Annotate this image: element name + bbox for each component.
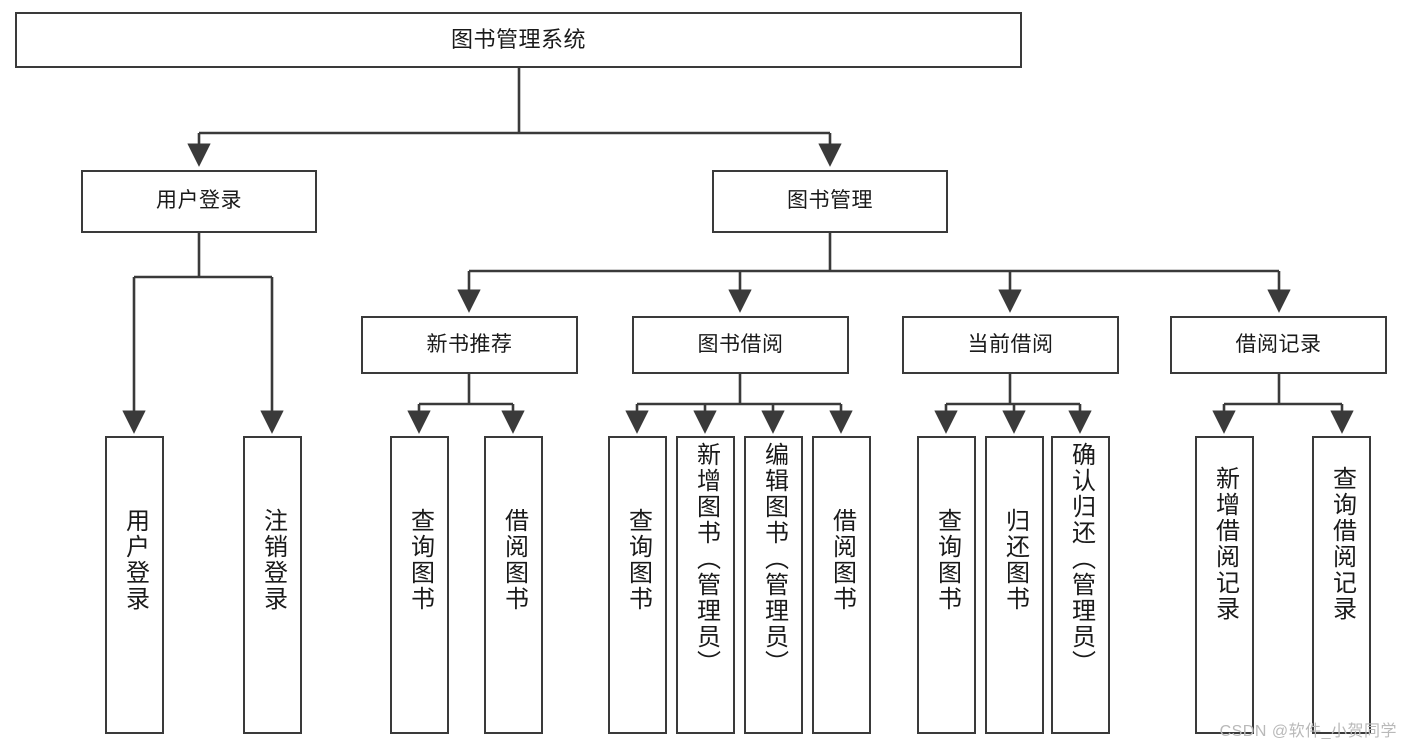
leaf-return-book-label: 归还图书: [1001, 508, 1029, 612]
node-borrow-record[interactable]: 借阅记录: [1170, 316, 1387, 374]
leaf-query-book-2-label: 查询图书: [624, 508, 652, 612]
leaf-edit-book[interactable]: 编辑图书（管理员）: [744, 436, 803, 734]
node-book-manage-label: 图书管理: [787, 189, 873, 213]
node-current-borrow-label: 当前借阅: [967, 332, 1054, 356]
leaf-borrow-book-2-label: 借阅图书: [828, 508, 856, 612]
leaf-add-record-label: 新增借阅记录: [1211, 466, 1239, 622]
node-root-label: 图书管理系统: [450, 27, 586, 53]
leaf-confirm-return-label: 确认归还（管理员）: [1067, 442, 1095, 676]
leaf-return-book[interactable]: 归还图书: [985, 436, 1044, 734]
leaf-add-book-label: 新增图书（管理员）: [692, 442, 720, 676]
leaf-query-book-2[interactable]: 查询图书: [608, 436, 667, 734]
leaf-logout-label: 注销登录: [259, 508, 287, 612]
node-new-book-recommend-label: 新书推荐: [426, 332, 513, 356]
node-root[interactable]: 图书管理系统: [15, 12, 1022, 68]
leaf-logout[interactable]: 注销登录: [243, 436, 302, 734]
leaf-query-record[interactable]: 查询借阅记录: [1312, 436, 1371, 734]
leaf-edit-book-label: 编辑图书（管理员）: [760, 442, 788, 676]
leaf-query-book-3-label: 查询图书: [933, 508, 961, 612]
leaf-add-record[interactable]: 新增借阅记录: [1195, 436, 1254, 734]
leaf-borrow-book-2[interactable]: 借阅图书: [812, 436, 871, 734]
leaf-query-book-3[interactable]: 查询图书: [917, 436, 976, 734]
node-user-login[interactable]: 用户登录: [81, 170, 317, 233]
leaf-query-book-1-label: 查询图书: [406, 508, 434, 612]
node-book-borrow[interactable]: 图书借阅: [632, 316, 849, 374]
node-book-manage[interactable]: 图书管理: [712, 170, 948, 233]
node-current-borrow[interactable]: 当前借阅: [902, 316, 1119, 374]
node-book-borrow-label: 图书借阅: [697, 332, 784, 356]
leaf-query-record-label: 查询借阅记录: [1328, 466, 1356, 622]
leaf-add-book[interactable]: 新增图书（管理员）: [676, 436, 735, 734]
node-user-login-label: 用户登录: [156, 189, 242, 213]
leaf-user-login-label: 用户登录: [121, 508, 149, 612]
leaf-borrow-book-1[interactable]: 借阅图书: [484, 436, 543, 734]
leaf-confirm-return[interactable]: 确认归还（管理员）: [1051, 436, 1110, 734]
leaf-query-book-1[interactable]: 查询图书: [390, 436, 449, 734]
node-new-book-recommend[interactable]: 新书推荐: [361, 316, 578, 374]
leaf-user-login[interactable]: 用户登录: [105, 436, 164, 734]
csdn-watermark: CSDN @软件_小贺同学: [1219, 723, 1397, 740]
leaf-borrow-book-1-label: 借阅图书: [500, 508, 528, 612]
node-borrow-record-label: 借阅记录: [1235, 332, 1322, 356]
